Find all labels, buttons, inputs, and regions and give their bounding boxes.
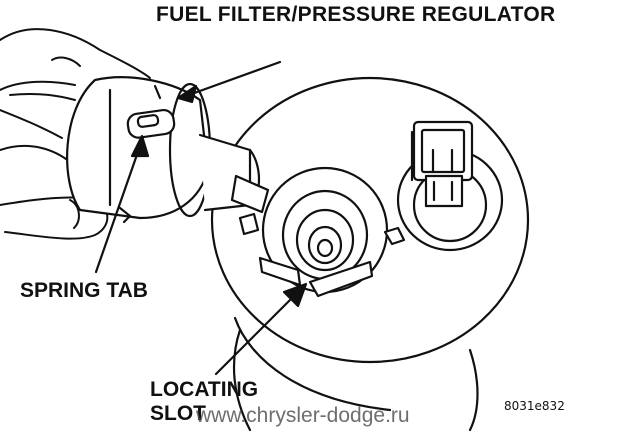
fuel-filter-label: FUEL FILTER/PRESSURE REGULATOR — [156, 3, 556, 26]
arrow-fuel-filter — [184, 60, 282, 98]
locating-label-line1: LOCATING — [150, 378, 259, 401]
locating-label-line2: SLOT — [150, 402, 206, 425]
filter-receptacle — [238, 166, 406, 298]
watermark: www.chrysler-dodge.ru — [196, 404, 410, 427]
figure-code: 8031e832 — [504, 399, 565, 413]
fuel-filter-pressure-regulator — [66, 76, 270, 224]
locating-slot-label: LOCATING SLOT — [150, 378, 258, 426]
spring-tab-label: SPRING TAB — [20, 279, 148, 302]
arrow-spring-tab — [94, 144, 142, 274]
hand — [0, 28, 151, 240]
leader-arrows — [94, 60, 308, 376]
arrow-locating-slot — [214, 290, 300, 376]
electrical-connector — [396, 120, 504, 252]
